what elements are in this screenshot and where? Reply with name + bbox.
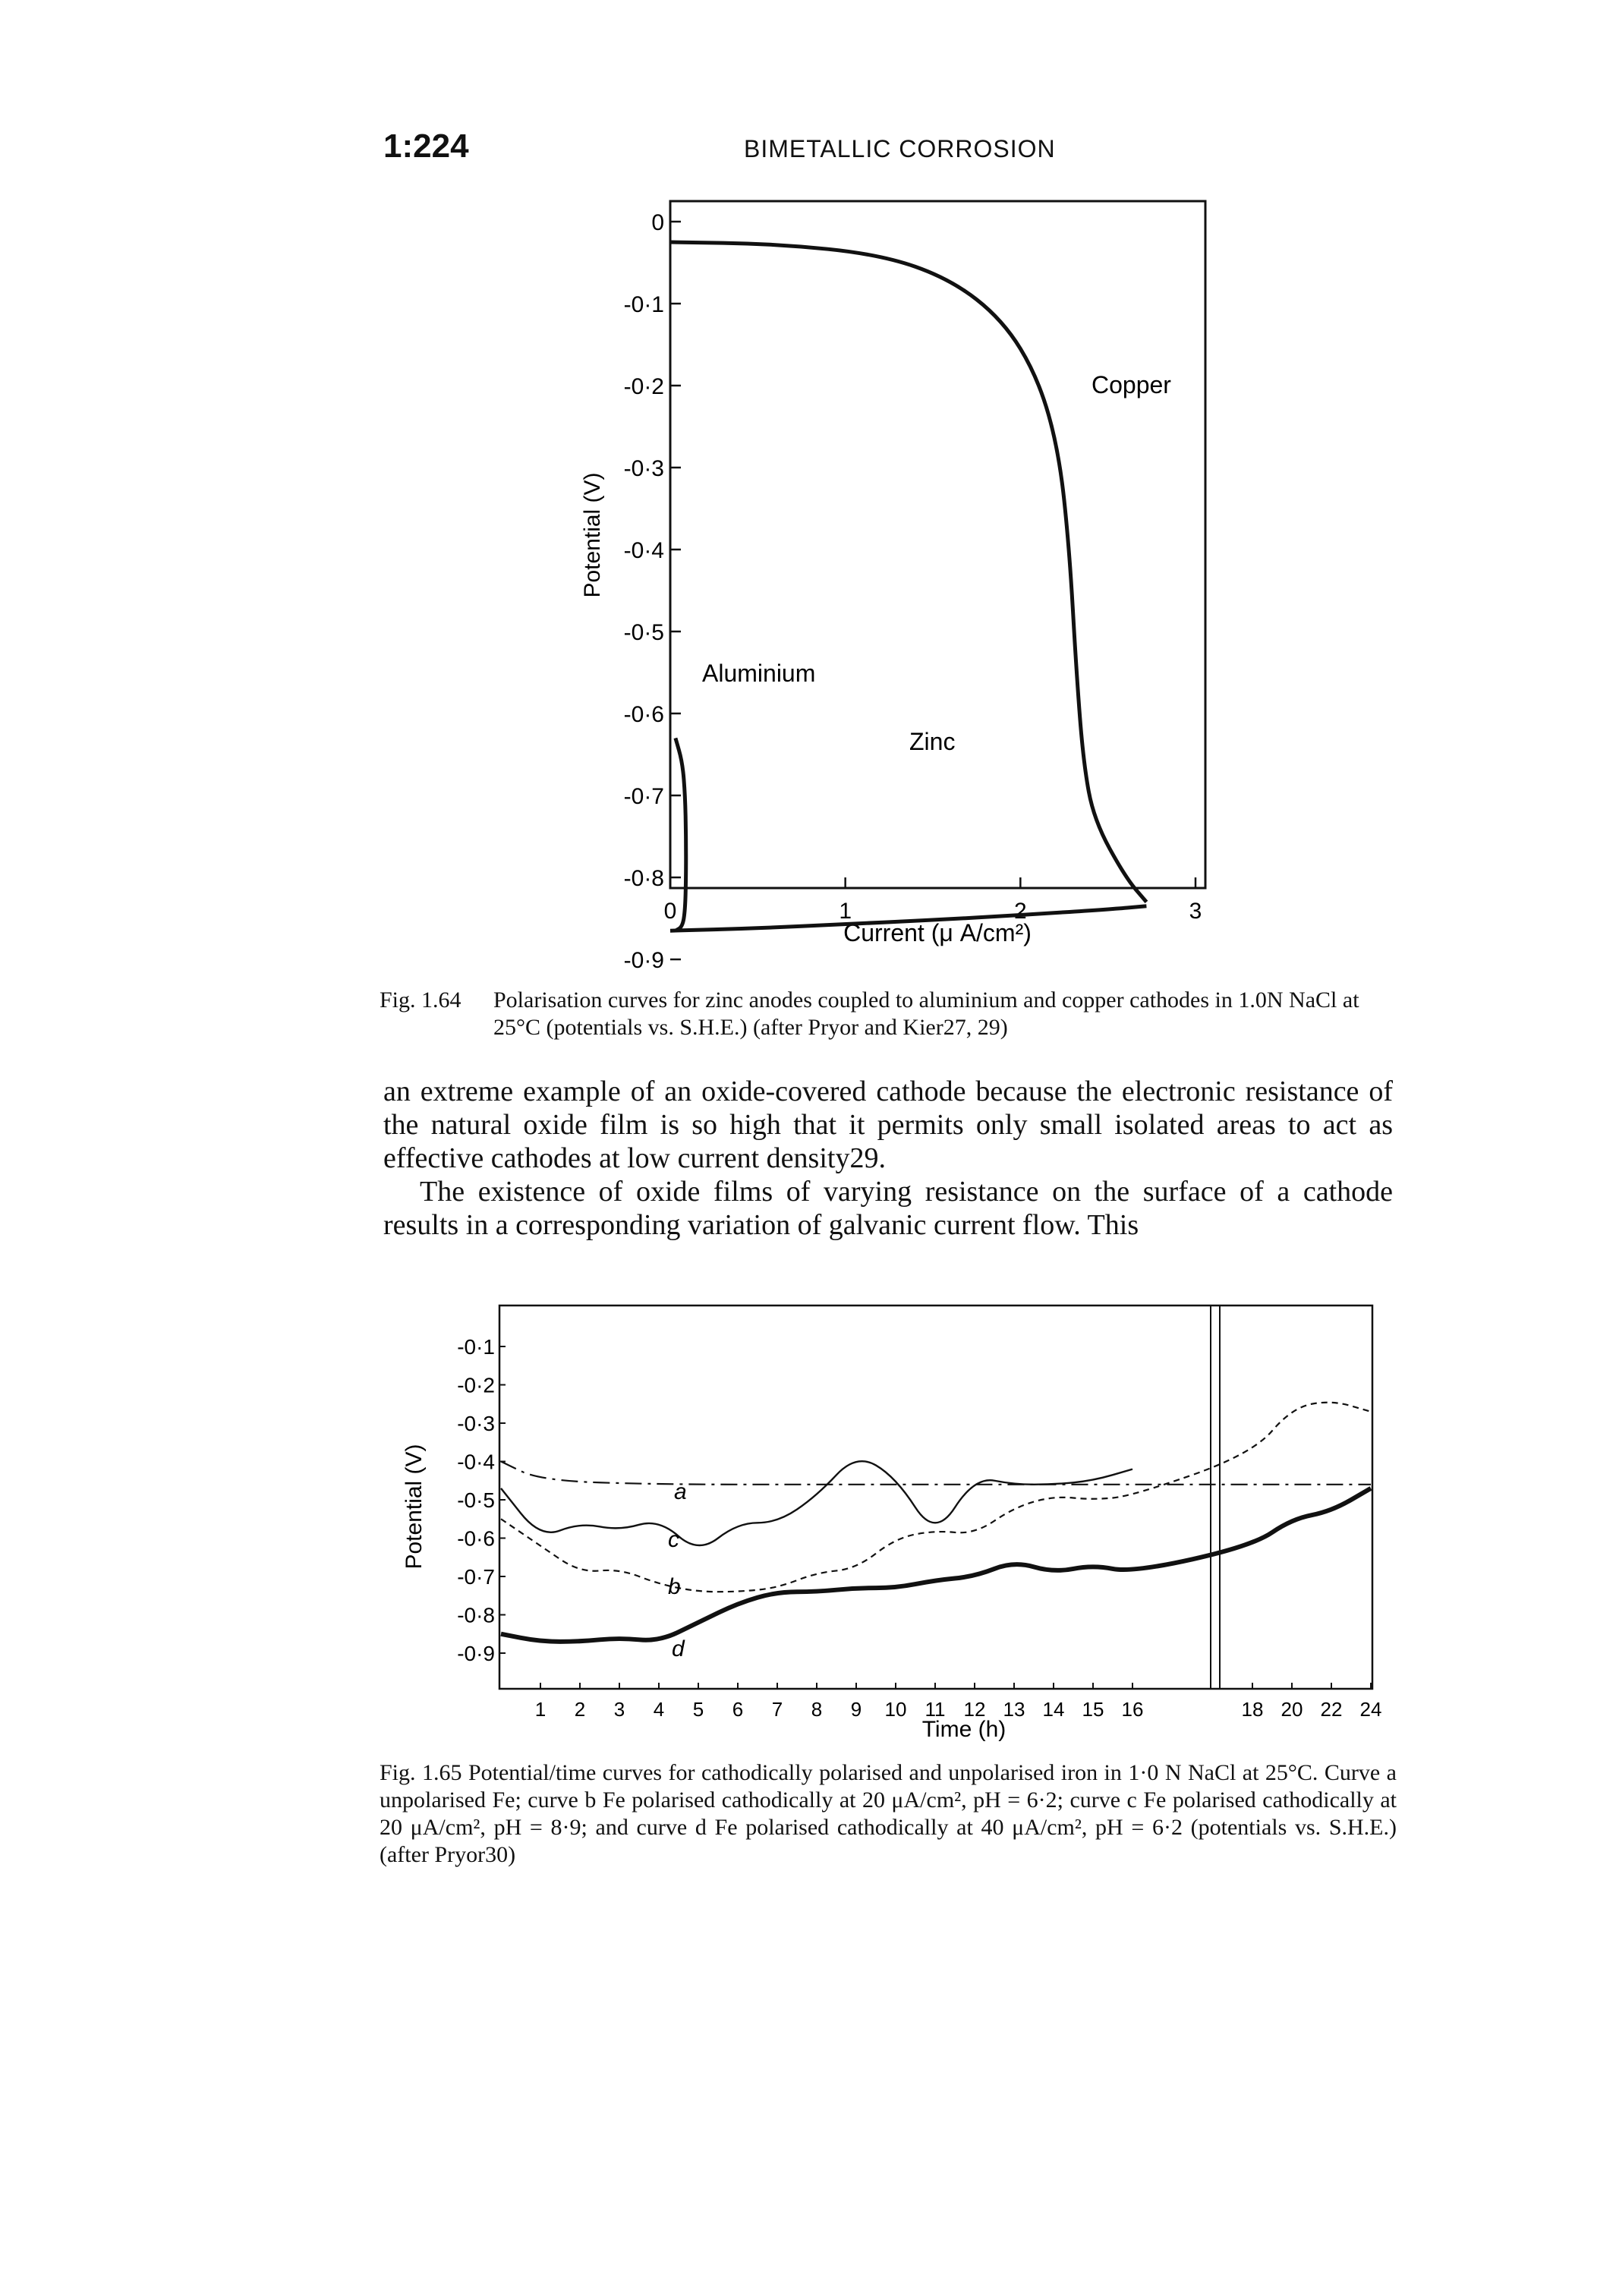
x-axis-label: Current (μ A/cm²): [843, 919, 1032, 946]
series-label-d: d: [672, 1636, 685, 1661]
x-tick-label: 2: [575, 1698, 585, 1721]
series-label-a: a: [674, 1479, 687, 1504]
series-line-d: [500, 1486, 1372, 1644]
figure1-caption-text: Polarisation curves for zinc anodes coup…: [493, 987, 1359, 1040]
page-number: 1:224: [383, 128, 469, 165]
x-tick-label: 18: [1242, 1698, 1264, 1721]
x-tick-label: 10: [885, 1698, 907, 1721]
x-tick-label: 24: [1360, 1698, 1382, 1721]
y-axis-label: Potential (V): [580, 472, 605, 597]
y-tick-label: -0·8: [624, 866, 664, 891]
y-tick-label: -0·6: [457, 1527, 495, 1551]
y-tick-label: -0·9: [457, 1642, 495, 1665]
x-tick-label: 16: [1122, 1698, 1144, 1721]
y-axis-ticks: 0 -0·1 -0·2 -0·3 -0·4 -0·5 -0·6 -0·7 -0·8 -0·9: [624, 210, 681, 973]
series-label-copper: Copper: [1092, 371, 1171, 398]
x-tick-label: 7: [772, 1698, 783, 1721]
y-tick-label: -0·2: [624, 374, 664, 399]
x-tick-label: 15: [1082, 1698, 1104, 1721]
y-tick-label: -0·7: [624, 784, 664, 809]
x-tick-label: 2: [1014, 899, 1027, 924]
y-tick-label: -0·1: [457, 1335, 495, 1359]
x-tick-label: 8: [811, 1698, 822, 1721]
y-tick-label: -0·3: [457, 1412, 495, 1435]
body-paragraph-2: The existence of oxide films of varying …: [383, 1176, 1393, 1241]
y-tick-label: -0·2: [457, 1374, 495, 1397]
series-group-2: [500, 1401, 1372, 1644]
x-tick-label: 13: [1003, 1698, 1025, 1721]
figure1-caption-label: Fig. 1.64: [380, 987, 461, 1013]
x-tick-label: 6: [732, 1698, 743, 1721]
running-title: BIMETALLIC CORROSION: [744, 135, 1056, 162]
x-tick-label: 20: [1281, 1698, 1303, 1721]
body-paragraph-1: an extreme example of an oxide-covered c…: [383, 1076, 1393, 1174]
x-tick-label: 1: [839, 899, 852, 924]
y-tick-label: 0: [651, 210, 664, 235]
series-line-b: [500, 1460, 1133, 1547]
x-tick-label: 3: [1189, 899, 1202, 924]
x-tick-label: 14: [1043, 1698, 1065, 1721]
y-tick-label: -0·4: [457, 1450, 495, 1474]
x-tick-label: 22: [1321, 1698, 1343, 1721]
plot-frame-2: [498, 1304, 1374, 1690]
y-axis-ticks-2: -0·1 -0·2 -0·3 -0·4 -0·5 -0·6 -0·7 -0·8 -0·9: [457, 1335, 506, 1665]
series-label-zinc: Zinc: [909, 728, 955, 755]
series-line-aluminium: [673, 737, 688, 933]
y-tick-label: -0·5: [457, 1488, 495, 1512]
series-label-aluminium: Aluminium: [702, 660, 815, 687]
y-tick-label: -0·4: [624, 538, 664, 563]
series-line-zinc: [669, 904, 1147, 933]
y-tick-label: -0·8: [457, 1604, 495, 1627]
plot-frame: [669, 200, 1207, 890]
x-axis-ticks: 0 1 2 3: [664, 877, 1202, 924]
series-line-a: [500, 1460, 1371, 1485]
x-tick-label: 9: [851, 1698, 862, 1721]
series-group: [669, 240, 1148, 933]
x-tick-label: 0: [664, 899, 677, 924]
series-label-b: b: [668, 1574, 681, 1599]
y-tick-label: -0·1: [624, 292, 664, 317]
y-tick-label: -0·3: [624, 456, 664, 481]
y-tick-label: -0·6: [624, 702, 664, 727]
y-axis-label-2: Potential (V): [402, 1444, 427, 1569]
x-tick-label: 1: [535, 1698, 546, 1721]
y-tick-label: -0·7: [457, 1565, 495, 1589]
x-tick-label: 11: [925, 1698, 946, 1721]
x-axis-label-2: Time (h): [922, 1717, 1006, 1742]
x-tick-label: 5: [693, 1698, 704, 1721]
series-label-c: c: [668, 1527, 679, 1552]
figure2-caption: Fig. 1.65 Potential/time curves for cath…: [380, 1760, 1397, 1867]
y-tick-label: -0·5: [624, 620, 664, 645]
x-tick-label: 12: [964, 1698, 986, 1721]
series-line-copper: [669, 240, 1148, 904]
x-tick-label: 4: [654, 1698, 664, 1721]
series-line-c: [500, 1401, 1372, 1593]
y-tick-label: -0·9: [624, 948, 664, 973]
x-tick-label: 3: [614, 1698, 625, 1721]
